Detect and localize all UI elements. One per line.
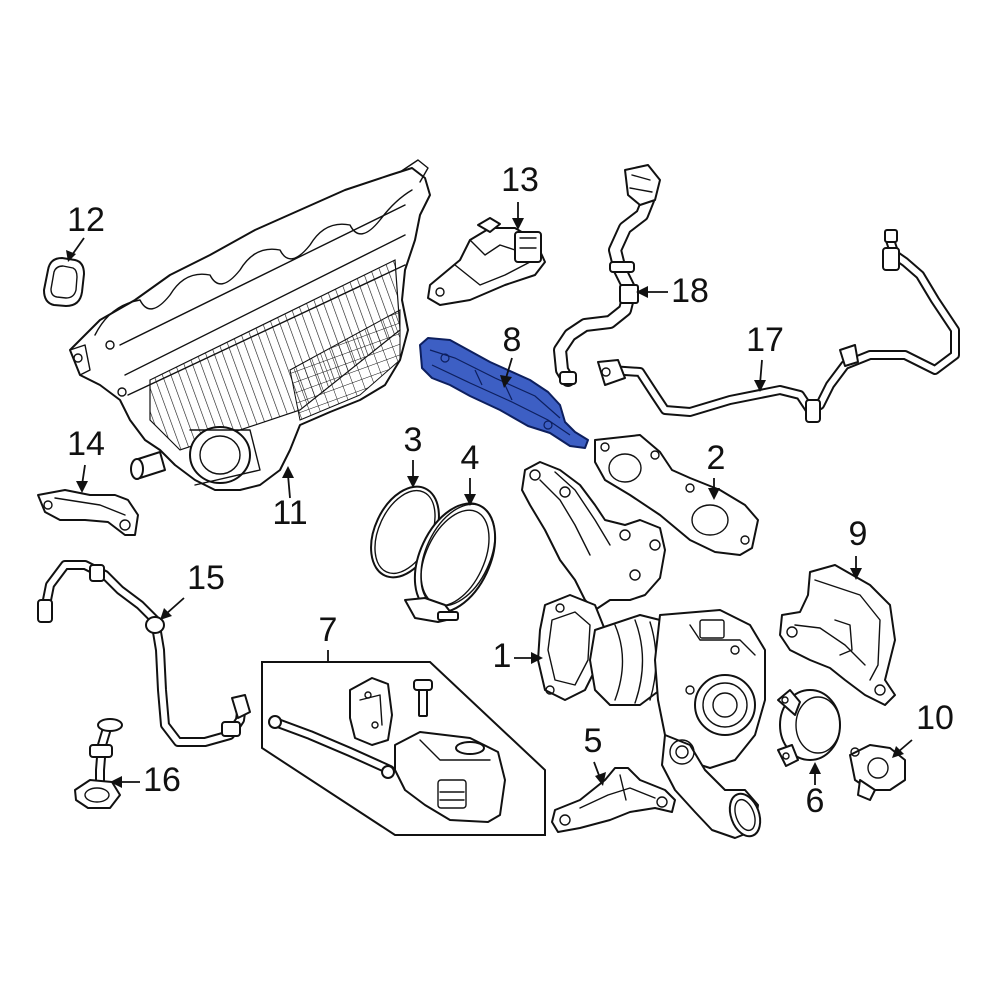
callout-9[interactable]: 9	[849, 515, 868, 553]
actuator[interactable]	[427, 217, 546, 306]
manifold-bracket[interactable]	[37, 489, 139, 536]
callout-6[interactable]: 6	[806, 782, 825, 820]
turbocharger[interactable]	[521, 461, 766, 840]
callout-12[interactable]: 12	[67, 201, 105, 239]
oil-return-line[interactable]	[74, 718, 123, 809]
pressure-sensor[interactable]	[849, 744, 906, 801]
v-band-clamp[interactable]	[399, 491, 511, 626]
callout-8[interactable]: 8	[503, 321, 522, 359]
callout-14[interactable]: 14	[67, 425, 105, 463]
callout-labels: 12 13 18 8 17 14 11 3 4 2 9 15 7 1 10 5 …	[67, 161, 954, 820]
callout-11[interactable]: 11	[272, 494, 307, 532]
callout-leaders	[66, 202, 913, 788]
gasket-ring[interactable]	[43, 257, 85, 307]
turbo-heat-shield[interactable]	[779, 564, 896, 706]
turbo-support-bracket[interactable]	[551, 767, 676, 833]
callout-16[interactable]: 16	[143, 761, 181, 799]
coolant-pipe[interactable]	[597, 229, 960, 423]
callout-1[interactable]: 1	[493, 637, 512, 675]
callout-15[interactable]: 15	[187, 559, 225, 597]
oil-feed-line[interactable]	[37, 560, 251, 747]
diverter-valve[interactable]	[777, 689, 841, 767]
callout-17[interactable]: 17	[746, 321, 784, 359]
callout-2[interactable]: 2	[707, 439, 726, 477]
callout-10[interactable]: 10	[916, 699, 954, 737]
wastegate-actuator-kit[interactable]	[261, 661, 546, 836]
callout-5[interactable]: 5	[584, 722, 603, 760]
intake-manifold[interactable]	[69, 159, 431, 491]
callout-18[interactable]: 18	[671, 272, 709, 310]
heat-shield[interactable]	[419, 337, 589, 449]
callout-13[interactable]: 13	[501, 161, 539, 199]
breather-hose[interactable]	[553, 164, 661, 387]
callout-7[interactable]: 7	[319, 611, 338, 649]
callout-3[interactable]: 3	[404, 421, 423, 459]
exhaust-gasket[interactable]	[594, 434, 759, 556]
callout-4[interactable]: 4	[461, 439, 480, 477]
